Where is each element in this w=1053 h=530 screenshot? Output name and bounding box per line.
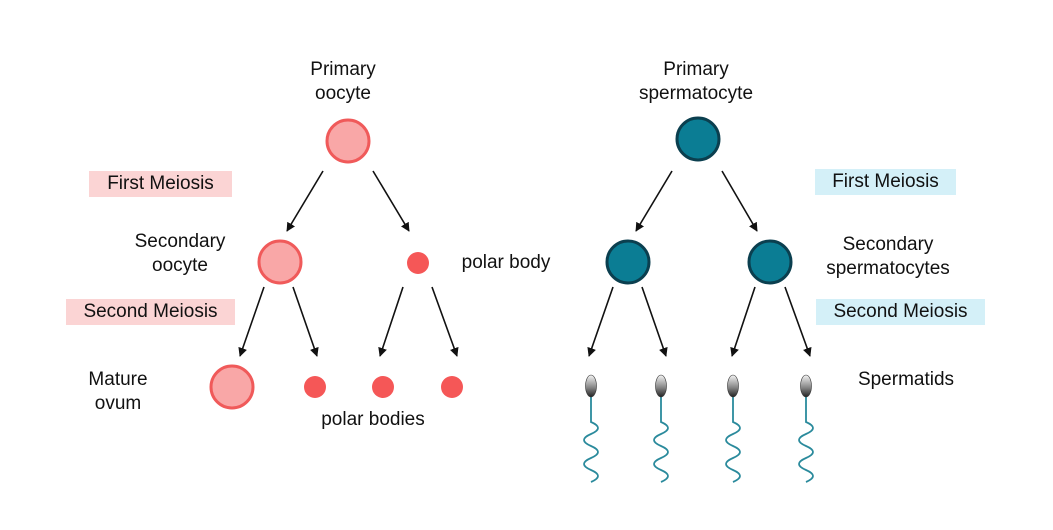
mature-ovum-cell [209, 364, 255, 410]
arrow-secondary1-to-spermatid-2 [641, 286, 668, 357]
arrow-primary-to-secondary-oocyte [286, 170, 324, 232]
spermatogenesis-arrows [587, 170, 812, 357]
secondary-spermatocyte-cell-1 [605, 239, 651, 285]
mature-ovum-label: Mature ovum [88, 369, 148, 414]
arrow-primary-to-polar-body [372, 170, 410, 232]
polar-body-label: polar body [461, 252, 551, 273]
spermatid-tail [583, 396, 599, 483]
spermatids [583, 374, 814, 483]
spermatid-3 [725, 374, 741, 483]
spermatid-head [727, 374, 739, 398]
spermatid-4 [798, 374, 814, 483]
arrow-secondary1-to-spermatid-1 [587, 286, 614, 357]
primary-spermatocyte-label: Primary spermatocyte [638, 59, 754, 104]
spermatid-tail [653, 396, 669, 483]
primary-oocyte-cell [325, 118, 371, 164]
arrow-secondary-to-polar-body-1 [292, 286, 319, 357]
spermatid-head [800, 374, 812, 398]
secondary-spermatocyte-cell-2 [747, 239, 793, 285]
second-meiosis-badge-spermatogenesis: Second Meiosis [816, 299, 985, 325]
spermatid-head [655, 374, 667, 398]
spermatid-1 [583, 374, 599, 483]
arrow-polar-to-polar-body-3 [431, 286, 459, 357]
first-meiosis-badge-oogenesis: First Meiosis [89, 171, 232, 197]
arrow-primary-to-secondary-2 [721, 170, 758, 232]
secondary-spermatocytes-label: Secondary spermatocytes [826, 234, 950, 279]
oogenesis-arrows [238, 170, 459, 357]
polar-bodies-label: polar bodies [321, 409, 425, 430]
polar-body-cell-2 [372, 376, 394, 398]
first-meiosis-badge-spermatogenesis: First Meiosis [815, 169, 956, 195]
primary-spermatocyte-cell [675, 116, 721, 162]
polar-body-cell-3 [441, 376, 463, 398]
spermatid-tail [725, 396, 741, 483]
secondary-oocyte-cell [257, 239, 303, 285]
second-meiosis-badge-oogenesis: Second Meiosis [66, 299, 235, 325]
primary-oocyte-label: Primary oocyte [310, 59, 376, 104]
polar-body-cell [407, 252, 429, 274]
spermatid-2 [653, 374, 669, 483]
arrow-polar-to-polar-body-2 [378, 286, 404, 357]
secondary-oocyte-label: Secondary oocyte [134, 231, 226, 276]
arrow-secondary2-to-spermatid-4 [784, 286, 812, 357]
arrow-primary-to-secondary-1 [635, 170, 673, 232]
spermatid-head [585, 374, 597, 398]
polar-body-cell-1 [304, 376, 326, 398]
arrow-secondary2-to-spermatid-3 [730, 286, 756, 357]
arrow-secondary-to-ovum [238, 286, 265, 357]
spermatid-tail [798, 396, 814, 483]
spermatids-label: Spermatids [857, 369, 955, 390]
